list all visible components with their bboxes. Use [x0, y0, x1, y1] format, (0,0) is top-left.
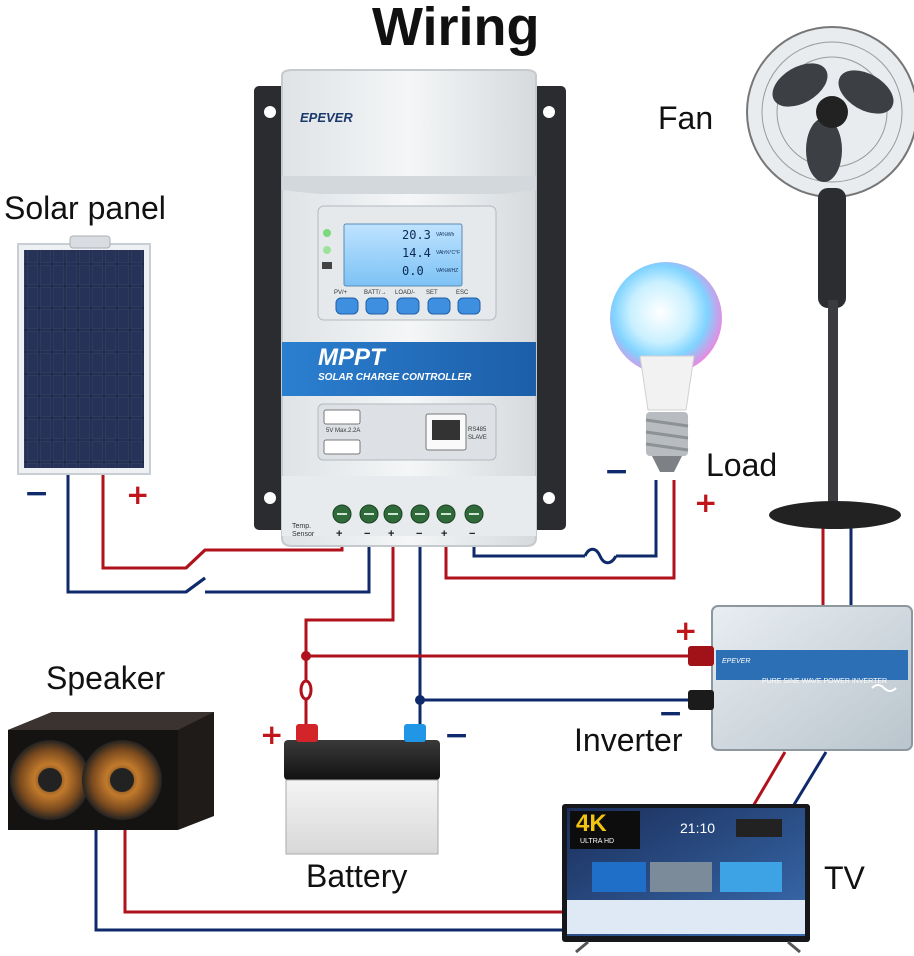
controller-button-1[interactable] — [335, 297, 359, 315]
controller-button-2[interactable] — [365, 297, 389, 315]
controller-terminals — [332, 504, 484, 524]
banner-subtitle: SOLAR CHARGE CONTROLLER — [318, 372, 472, 383]
speaker — [8, 712, 214, 830]
junction-dot-positive — [301, 651, 311, 661]
solar-panel — [17, 235, 151, 475]
inverter-negative-sign: − — [658, 696, 684, 731]
battery — [284, 724, 440, 855]
solar-negative-sign: − — [24, 476, 50, 511]
load-negative-sign: − — [604, 454, 630, 489]
terminal-sign-1: + — [336, 528, 343, 540]
terminal-sign-2: − — [364, 528, 371, 540]
inverter-label: Inverter — [574, 722, 683, 758]
breaker-switch-positive — [184, 548, 207, 570]
controller-button-3[interactable] — [396, 297, 420, 315]
lcd-value-3: 0.0 — [402, 264, 424, 278]
tv-negative-wire — [790, 751, 828, 809]
load-fuse — [583, 547, 618, 565]
speaker-negative-wire — [94, 826, 575, 932]
inverter-brand: EPEVER — [722, 658, 751, 665]
load-positive-sign: + — [694, 486, 718, 519]
battery-negative-sign: − — [444, 718, 470, 753]
wires — [66, 474, 853, 932]
lcd-unit-1: VA%Wh — [436, 232, 455, 238]
solar-positive-sign: + — [126, 478, 150, 511]
terminal-sign-3: + — [388, 528, 395, 540]
controller-button-label-2: BATT/→ — [364, 290, 387, 296]
speaker-label: Speaker — [46, 660, 166, 696]
load-positive-wire — [444, 480, 676, 580]
fan-label: Fan — [658, 100, 714, 136]
television — [562, 804, 810, 954]
banner-title: MPPT — [318, 344, 385, 371]
inverter-description: PURE SINE WAVE POWER INVERTER — [762, 678, 888, 685]
load-label: Load — [706, 447, 778, 483]
controller-buttons — [335, 297, 481, 315]
tv-label: TV — [824, 860, 865, 896]
lcd-value-1: 20.3 — [402, 228, 431, 242]
tv-4k-badge: 4K — [576, 810, 607, 837]
standing-fan — [746, 26, 914, 529]
controller-brand: EPEVER — [300, 110, 353, 125]
usb-rating: 5V Max.2.2A — [326, 428, 361, 434]
controller-button-label-3: LOAD/- — [395, 290, 416, 296]
controller-button-4[interactable] — [427, 297, 451, 315]
tv-clock: 21:10 — [680, 820, 716, 836]
lcd-unit-2: VAh%°C°F — [436, 250, 461, 256]
battery-label: Battery — [306, 858, 408, 894]
controller-button-label-1: PV/+ — [334, 290, 348, 296]
solar-panel-label: Solar panel — [4, 190, 166, 226]
lcd-unit-3: VA%WHZ — [436, 268, 459, 274]
tv-badge-sub: ULTRA HD — [580, 838, 615, 845]
controller-button-5[interactable] — [457, 297, 481, 315]
inverter — [688, 605, 913, 751]
battery-fuse — [299, 679, 313, 701]
controller-button-label-4: SET — [426, 290, 438, 296]
tv-positive-wire — [750, 751, 787, 809]
terminal-sign-4: − — [416, 528, 423, 540]
battery-positive-sign: + — [260, 718, 284, 751]
temp-sensor-label: Temp. Sensor — [292, 523, 315, 538]
diagram-title: Wiring — [372, 0, 540, 57]
speaker-positive-wire — [123, 826, 575, 914]
light-bulb — [610, 262, 722, 472]
lcd-value-2: 14.4 — [402, 246, 431, 260]
terminal-sign-5: + — [441, 528, 448, 540]
inverter-positive-sign: + — [674, 614, 698, 647]
battery-positive-wire — [304, 535, 395, 735]
controller-button-label-5: ESC — [456, 290, 469, 296]
junction-dot-negative — [415, 695, 425, 705]
breaker-switch-negative — [185, 576, 206, 594]
rs485-label: RS485 SLAVE — [468, 427, 487, 441]
terminal-sign-6: − — [469, 528, 476, 540]
